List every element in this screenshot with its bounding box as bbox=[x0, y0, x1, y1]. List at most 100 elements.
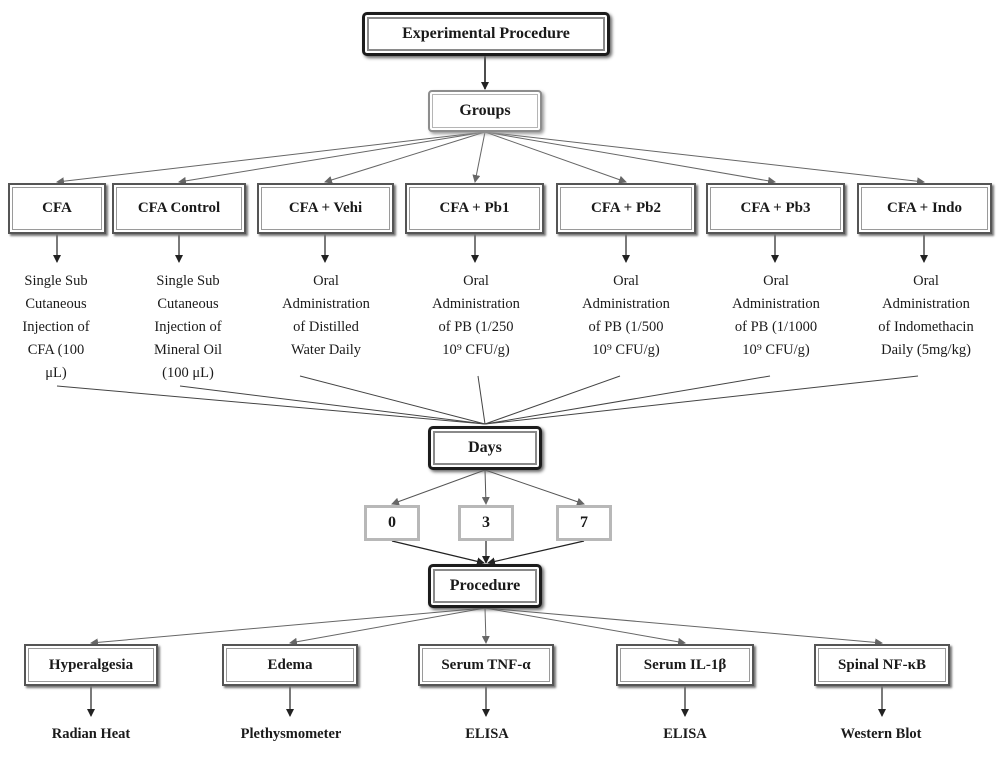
arrow-groups-to-group-4 bbox=[484, 131, 627, 184]
group-description-cfa-pb1: Oral Administration of PB (1/250 10⁹ CFU… bbox=[410, 270, 542, 362]
groups-label: Groups bbox=[459, 102, 511, 119]
description-line: CFA (100 bbox=[27, 342, 85, 358]
day-value: 0 bbox=[388, 514, 396, 531]
assessment-label: Spinal NF-κB bbox=[838, 656, 926, 673]
line-description-to-days-6 bbox=[484, 375, 919, 425]
group-label: CFA + Vehi bbox=[288, 200, 363, 216]
day-box-0: 0 bbox=[364, 505, 420, 541]
description-line: Administration bbox=[582, 296, 670, 312]
day-box-7: 7 bbox=[556, 505, 612, 541]
description-line: of PB (1/500 bbox=[588, 319, 664, 335]
description-line: Single Sub bbox=[24, 273, 88, 289]
line-description-to-days-1 bbox=[179, 385, 486, 425]
line-description-to-days-4 bbox=[484, 375, 621, 425]
method-western-blot: Western Blot bbox=[806, 726, 956, 743]
arrow-procedure-to-assessment-0 bbox=[90, 607, 486, 647]
title-label: Experimental Procedure bbox=[402, 25, 570, 42]
day-value: 7 bbox=[580, 514, 588, 531]
day-value: 3 bbox=[482, 514, 490, 531]
group-label: CFA + Indo bbox=[887, 200, 962, 216]
arrow-day-7-to-procedure bbox=[487, 540, 585, 566]
method-elisa-il: ELISA bbox=[610, 726, 760, 743]
group-description-cfa-pb3: Oral Administration of PB (1/1000 10⁹ CF… bbox=[710, 270, 842, 362]
description-line: Cutaneous bbox=[157, 296, 219, 312]
description-line: Injection of bbox=[154, 319, 222, 335]
group-label: CFA bbox=[42, 200, 72, 216]
assessment-box-hyperalgesia: Hyperalgesia bbox=[24, 644, 158, 686]
groups-box: Groups bbox=[428, 90, 542, 132]
description-line: Administration bbox=[882, 296, 970, 312]
description-line: (100 μL) bbox=[162, 365, 214, 381]
arrow-groups-to-group-1 bbox=[178, 131, 486, 185]
assessment-label: Serum TNF-α bbox=[441, 656, 531, 673]
group-box-cfa: CFA bbox=[8, 183, 106, 234]
method-plethysmometer: Plethysmometer bbox=[214, 726, 368, 743]
description-line: Administration bbox=[432, 296, 520, 312]
group-description-cfa-indo: Oral Administration of Indomethacin Dail… bbox=[858, 270, 994, 362]
arrow-procedure-to-assessment-3 bbox=[484, 607, 686, 646]
arrow-procedure-to-assessment-2 bbox=[481, 607, 490, 644]
group-description-cfa-pb2: Oral Administration of PB (1/500 10⁹ CFU… bbox=[560, 270, 692, 362]
method-label: Plethysmometer bbox=[240, 726, 342, 742]
method-label: ELISA bbox=[663, 726, 707, 742]
method-label: Radian Heat bbox=[51, 726, 131, 742]
line-description-to-days-2 bbox=[299, 375, 486, 425]
description-line: 10⁹ CFU/g) bbox=[742, 342, 810, 358]
description-line: Oral bbox=[913, 273, 939, 289]
assessment-box-serum-il: Serum IL-1β bbox=[616, 644, 754, 686]
group-description-cfa-vehi: Oral Administration of Distilled Water D… bbox=[262, 270, 390, 362]
arrow-day-0-to-procedure bbox=[391, 540, 485, 566]
description-line: of PB (1/250 bbox=[438, 319, 514, 335]
assessment-label: Hyperalgesia bbox=[48, 656, 134, 673]
arrow-groups-to-group-6 bbox=[484, 131, 925, 186]
method-radian-heat: Radian Heat bbox=[16, 726, 166, 743]
arrow-days-to-day-3 bbox=[481, 469, 490, 505]
description-line: μL) bbox=[45, 365, 67, 381]
line-description-to-days-0 bbox=[56, 385, 486, 425]
description-line: 10⁹ CFU/g) bbox=[442, 342, 510, 358]
arrow-groups-to-group-2 bbox=[324, 131, 486, 184]
group-box-cfa-pb3: CFA + Pb3 bbox=[706, 183, 845, 234]
group-label: CFA + Pb1 bbox=[439, 200, 510, 216]
description-line: Oral bbox=[763, 273, 789, 289]
description-line: Administration bbox=[282, 296, 370, 312]
group-label: CFA + Pb3 bbox=[740, 200, 811, 216]
method-label: Western Blot bbox=[840, 726, 922, 742]
days-box: Days bbox=[428, 426, 542, 470]
title-box: Experimental Procedure bbox=[362, 12, 610, 56]
method-label: ELISA bbox=[465, 726, 509, 742]
arrow-days-to-day-0 bbox=[391, 469, 486, 506]
arrow-procedure-to-assessment-4 bbox=[484, 607, 883, 647]
assessment-label: Edema bbox=[267, 656, 313, 673]
group-box-cfa-pb2: CFA + Pb2 bbox=[556, 183, 696, 234]
description-line: Oral bbox=[313, 273, 339, 289]
arrow-groups-to-group-3 bbox=[472, 131, 486, 183]
assessment-label: Serum IL-1β bbox=[643, 656, 727, 673]
procedure-label: Procedure bbox=[449, 577, 521, 594]
method-elisa-tnf: ELISA bbox=[412, 726, 562, 743]
day-box-3: 3 bbox=[458, 505, 514, 541]
assessment-box-serum-tnf: Serum TNF-α bbox=[418, 644, 554, 686]
description-line: Injection of bbox=[22, 319, 90, 335]
group-label: CFA + Pb2 bbox=[591, 200, 661, 216]
description-line: Daily (5mg/kg) bbox=[881, 342, 971, 358]
description-line: of Distilled bbox=[293, 319, 359, 335]
group-box-cfa-vehi: CFA + Vehi bbox=[257, 183, 394, 234]
days-label: Days bbox=[468, 439, 502, 456]
arrow-groups-to-group-5 bbox=[484, 131, 776, 185]
group-box-cfa-pb1: CFA + Pb1 bbox=[405, 183, 544, 234]
description-line: Mineral Oil bbox=[153, 342, 223, 358]
description-line: Cutaneous bbox=[25, 296, 87, 312]
arrow-procedure-to-assessment-1 bbox=[289, 607, 486, 646]
description-line: of Indomethacin bbox=[878, 319, 974, 335]
description-line: 10⁹ CFU/g) bbox=[592, 342, 660, 358]
assessment-box-spinal-nfkb: Spinal NF-κB bbox=[814, 644, 950, 686]
description-line: Oral bbox=[463, 273, 489, 289]
arrow-days-to-day-7 bbox=[484, 469, 585, 506]
group-description-cfa: Single Sub Cutaneous Injection of CFA (1… bbox=[2, 270, 110, 385]
description-line: Water Daily bbox=[290, 342, 362, 358]
group-box-cfa-control: CFA Control bbox=[112, 183, 246, 234]
group-description-cfa-control: Single Sub Cutaneous Injection of Minera… bbox=[132, 270, 244, 385]
